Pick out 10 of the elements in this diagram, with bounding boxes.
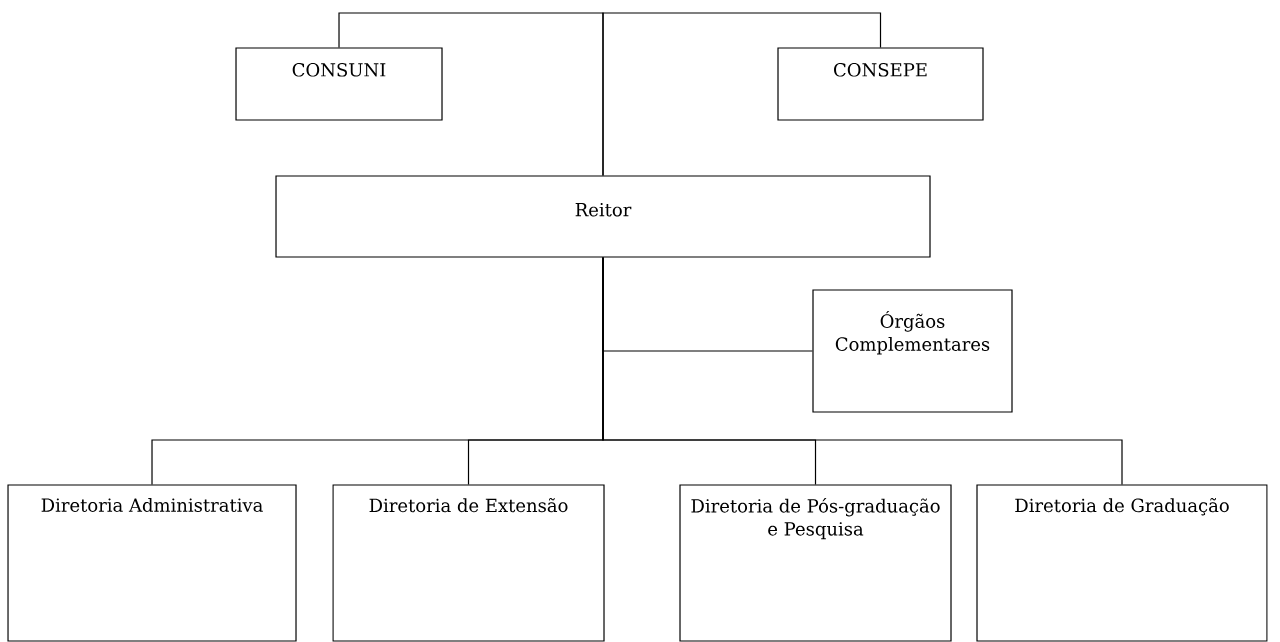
org-box: Diretoria Administrativa (7, 484, 297, 642)
org-box: Diretoria de Pós-graduação e Pesquisa (679, 484, 952, 642)
org-box: Diretoria de Extensão (332, 484, 605, 642)
org-box: CONSEPE (777, 47, 984, 121)
org-box: Reitor (275, 175, 931, 258)
org-box: Diretoria de Graduação (976, 484, 1268, 642)
org-box: Órgãos Complementares (812, 289, 1013, 413)
connector-line (602, 257, 1123, 485)
connector-line (602, 12, 882, 176)
org-box: CONSUNI (235, 47, 443, 121)
